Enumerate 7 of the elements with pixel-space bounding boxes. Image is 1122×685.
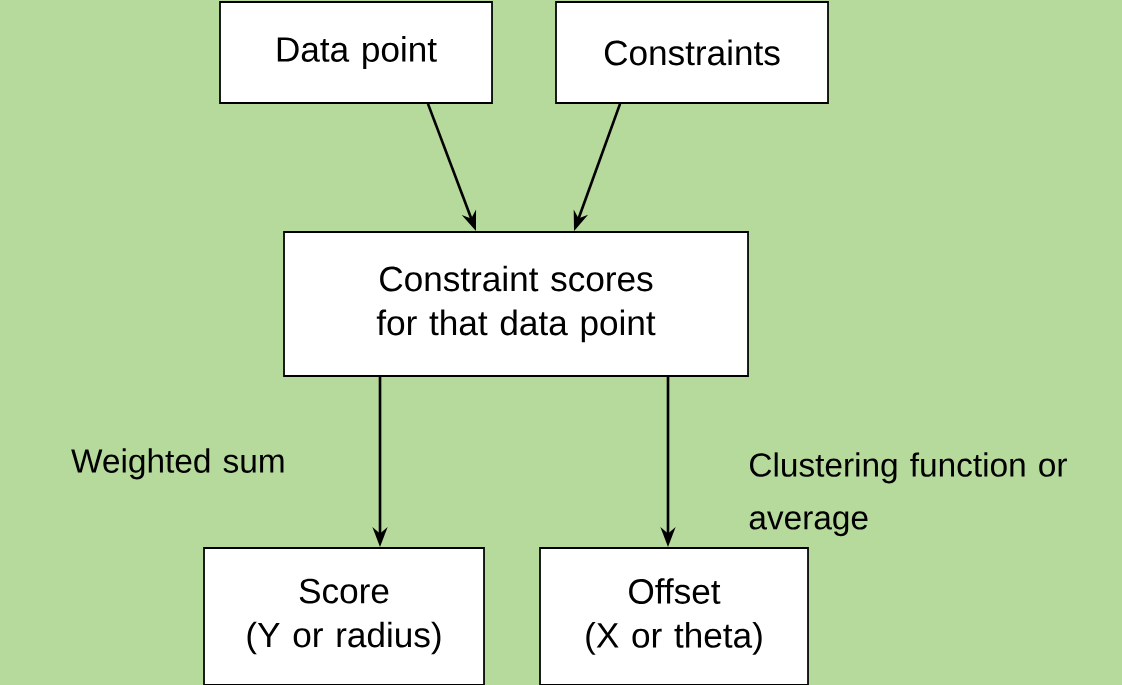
process-box: Constraints [555, 1, 829, 104]
edge-label: Clustering function or average [749, 452, 1067, 537]
edge-label: Weighted sum [71, 448, 284, 480]
process-box: Data point [219, 1, 493, 104]
process-box: Offset (X or theta) [539, 547, 809, 685]
process-box: Score (Y or radius) [203, 547, 485, 685]
process-box: Constraint scores for that data point [283, 231, 749, 377]
